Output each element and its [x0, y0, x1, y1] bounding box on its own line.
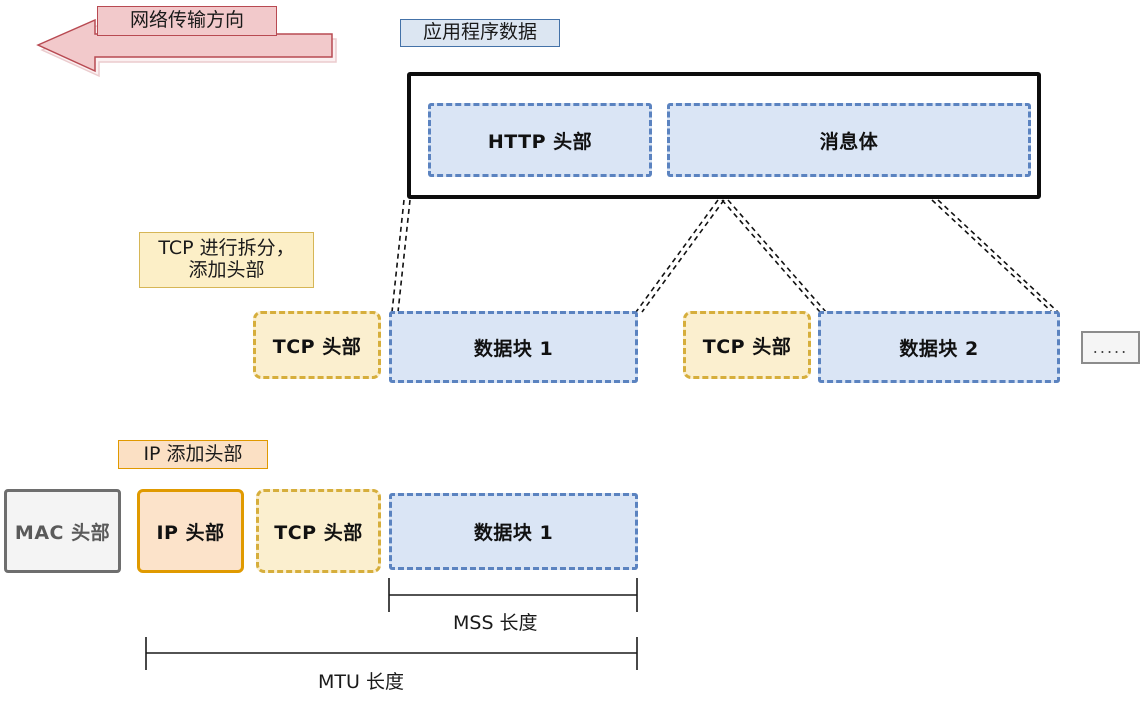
mtu-measure-line: [145, 637, 638, 670]
application-data-container: HTTP 头部 消息体: [407, 72, 1041, 199]
split-connector-lines: [391, 199, 1059, 313]
mac-header-block[interactable]: MAC 头部: [4, 489, 121, 573]
tcp-header-block-1[interactable]: TCP 头部: [253, 311, 381, 379]
ip-add-header-label: IP 添加头部: [118, 440, 268, 469]
data-block-2[interactable]: 数据块 2: [818, 311, 1060, 383]
tcp-header-block-2[interactable]: TCP 头部: [683, 311, 811, 379]
data-block-1[interactable]: 数据块 1: [389, 311, 638, 383]
mtu-length-label: MTU 长度: [318, 671, 404, 693]
network-direction-label: 网络传输方向: [97, 6, 277, 36]
ellipsis-block: .....: [1081, 331, 1140, 364]
tcp-split-label: TCP 进行拆分， 添加头部: [139, 232, 314, 288]
http-header-block[interactable]: HTTP 头部: [428, 103, 652, 177]
tcp-header-block-3[interactable]: TCP 头部: [256, 489, 381, 573]
ip-header-block[interactable]: IP 头部: [137, 489, 244, 573]
mss-length-label: MSS 长度: [453, 612, 538, 634]
app-data-label: 应用程序数据: [400, 19, 560, 47]
message-body-block[interactable]: 消息体: [667, 103, 1031, 177]
mss-measure-line: [388, 578, 638, 612]
data-block-1-encapsulated[interactable]: 数据块 1: [389, 493, 638, 570]
